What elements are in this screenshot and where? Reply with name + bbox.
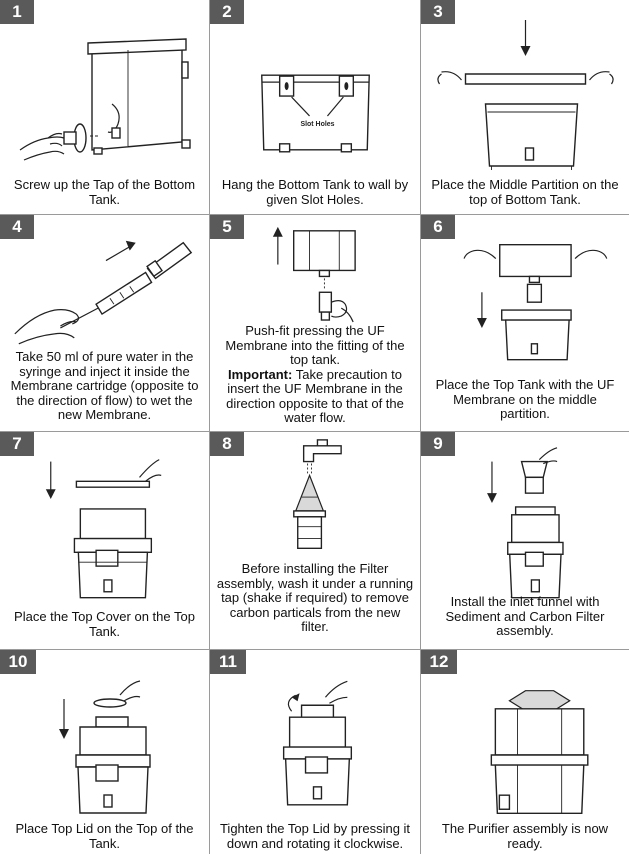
wall-mount-slot-holes-illustration: Slot Holes	[261, 74, 370, 153]
step-number-badge: 11	[210, 650, 246, 674]
step-8-panel: 8 Before installing the Filter assembly,…	[210, 432, 420, 649]
important-note: Take precaution to insert the UF Membran…	[226, 366, 404, 425]
step-4-panel: 4 Take 50 ml of pure water in the syring…	[0, 215, 209, 431]
important-label: Important:	[228, 366, 293, 382]
step-caption: Before installing the Filter assembly, w…	[216, 561, 414, 634]
grid-divider	[209, 0, 210, 854]
step-number-badge: 1	[0, 0, 34, 24]
grid-divider	[0, 214, 629, 215]
slot-holes-label: Slot Holes	[300, 121, 334, 128]
step-caption: Screw up the Tap of the Bottom Tank.	[13, 177, 196, 207]
filter-washing-illustration	[293, 439, 342, 550]
uf-membrane-pushfit-illustration	[272, 226, 356, 323]
step-5-panel: 5 Push-fit pressing the UF Membrane into…	[210, 215, 420, 431]
step-instruction: Push-fit pressing the UF Membrane into t…	[225, 323, 405, 367]
step-3-panel: 3 Place the Middle Partition on the top …	[421, 0, 629, 214]
step-number-badge: 4	[0, 215, 34, 239]
step-number-badge: 5	[210, 215, 244, 239]
step-number-badge: 2	[210, 0, 244, 24]
step-caption: Tighten the Top Lid by pressing it down …	[219, 821, 411, 851]
step-number-badge: 6	[421, 215, 455, 239]
top-tank-placement-illustration	[463, 244, 608, 361]
step-number-badge: 10	[0, 650, 36, 674]
inlet-funnel-install-illustration	[487, 447, 564, 599]
grid-divider	[0, 649, 629, 650]
top-lid-placement-illustration	[59, 680, 151, 814]
step-number-badge: 9	[421, 432, 455, 456]
top-cover-placement-illustration	[45, 459, 162, 599]
step-6-panel: 6 Place the Top Tank with the UF Membran…	[421, 215, 629, 431]
step-caption: Install the inlet funnel with Sediment a…	[445, 594, 605, 638]
step-9-panel: 9 Install the inlet funnel with Sediment…	[421, 432, 629, 649]
step-11-panel: 11 Tighten the Top Lid by pressing it do…	[210, 650, 420, 854]
step-2-panel: Slot Holes 2 Hang the Bottom Tank to wal…	[210, 0, 420, 214]
step-caption: Place the Top Cover on the Top Tank.	[14, 609, 195, 639]
step-caption: Hang the Bottom Tank to wall by given Sl…	[221, 177, 409, 207]
grid-divider	[0, 431, 629, 432]
step-number-badge: 7	[0, 432, 34, 456]
step-number-badge: 12	[421, 650, 457, 674]
step-caption: Place the Top Tank with the UF Membrane …	[435, 377, 615, 421]
step-number-badge: 3	[421, 0, 455, 24]
step-caption: Place Top Lid on the Top of the Tank.	[15, 821, 194, 851]
step-caption: Push-fit pressing the UF Membrane into t…	[216, 323, 414, 426]
step-number-badge: 8	[210, 432, 244, 456]
assembled-purifier-illustration	[490, 690, 589, 814]
step-12-panel: 12 The Purifier assembly is now ready.	[421, 650, 629, 854]
lid-tightening-illustration	[282, 680, 353, 806]
step-caption: Take 50 ml of pure water in the syringe …	[10, 349, 199, 422]
step-caption: Place the Middle Partition on the top of…	[431, 177, 619, 207]
step-caption: The Purifier assembly is now ready.	[441, 821, 609, 851]
bottom-tank-tap-illustration	[19, 38, 191, 161]
middle-partition-illustration	[437, 20, 614, 170]
step-7-panel: 7 Place the Top Cover on the Top Tank.	[0, 432, 209, 649]
syringe-membrane-illustration	[14, 240, 193, 345]
step-1-panel: 1 Screw up the Tap of the Bottom Tank.	[0, 0, 209, 214]
grid-divider	[420, 0, 421, 854]
step-10-panel: 10 Place Top Lid on the Top of the Tank.	[0, 650, 209, 854]
